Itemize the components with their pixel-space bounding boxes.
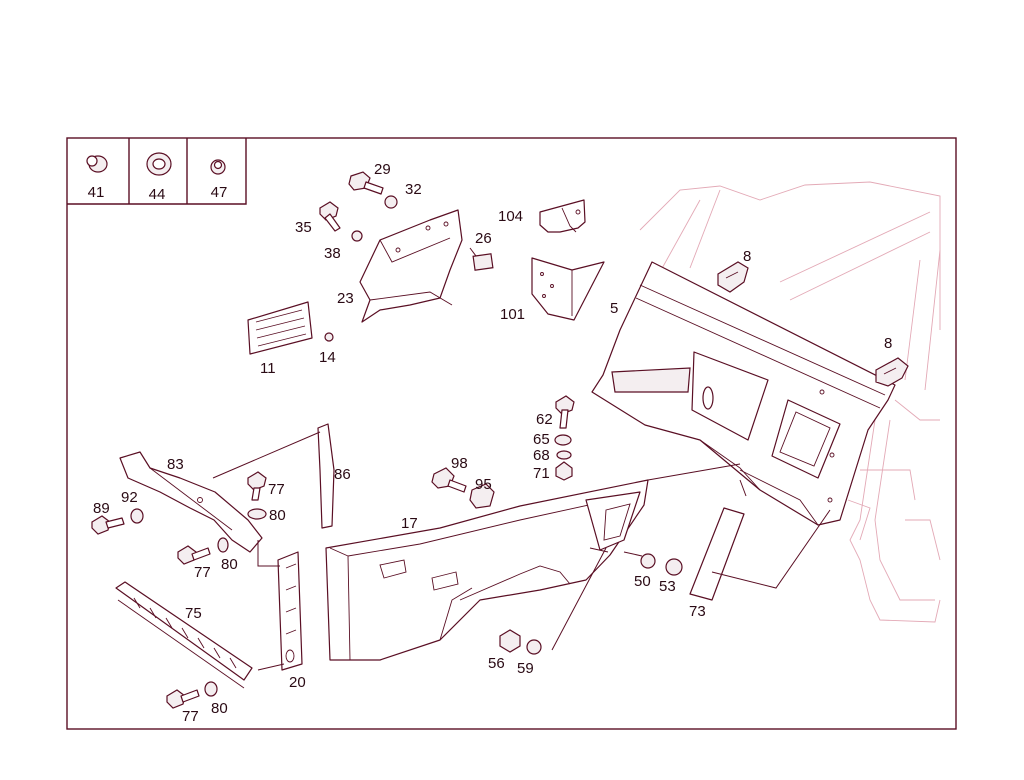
callout-20: 20 — [289, 674, 306, 691]
part-26-clip — [472, 253, 494, 271]
part-35-bolt — [319, 201, 341, 232]
callout-89: 89 — [93, 500, 110, 517]
part-92-washer — [130, 508, 144, 524]
part-65-washer — [554, 434, 572, 446]
part-29-bolt — [348, 171, 384, 195]
callout-5: 5 — [610, 300, 618, 317]
part-98-bolt — [431, 467, 467, 493]
part-104-bracket — [539, 199, 586, 233]
callout-80: 80 — [269, 507, 286, 524]
part-80-washer-b — [217, 537, 229, 553]
callout-68: 68 — [533, 447, 550, 464]
part-68-washer — [556, 450, 572, 460]
callouts: 5 8 8 11 14 17 20 23 26 29 32 35 38 50 5… — [93, 161, 892, 725]
callout-98: 98 — [451, 455, 468, 472]
callout-65: 65 — [533, 431, 550, 448]
part-80-washer-c — [204, 681, 218, 697]
callout-11: 11 — [260, 360, 276, 377]
callout-75: 75 — [185, 605, 202, 622]
callout-38: 38 — [324, 245, 341, 262]
callout-77: 77 — [268, 481, 285, 498]
callout-50: 50 — [634, 573, 651, 590]
callout-35: 35 — [295, 219, 312, 236]
callout-92: 92 — [121, 489, 138, 506]
callout-26: 26 — [475, 230, 492, 247]
callout-80: 80 — [221, 556, 238, 573]
grommet-icon — [146, 152, 172, 176]
callout-14: 14 — [319, 349, 336, 366]
part-5-firewall-panel — [591, 261, 896, 526]
part-23-bracket — [359, 209, 463, 323]
part-56-nut — [499, 629, 521, 653]
callout-59: 59 — [517, 660, 534, 677]
part-14-rivet — [324, 332, 334, 342]
callout-23: 23 — [337, 290, 354, 307]
part-8-clip-a — [717, 261, 749, 293]
part-8-clip-b — [875, 357, 909, 387]
part-80-washer-a — [247, 508, 267, 520]
callout-80: 80 — [211, 700, 228, 717]
ghost-body-outline — [639, 181, 941, 623]
callout-104: 104 — [498, 208, 523, 225]
legend-label-41: 41 — [88, 184, 105, 201]
part-53-plug — [665, 558, 683, 576]
part-77-bolt-c — [166, 689, 200, 709]
callout-95: 95 — [475, 476, 492, 493]
callout-86: 86 — [334, 466, 351, 483]
callout-56: 56 — [488, 655, 505, 672]
part-11-label-plate — [247, 301, 313, 355]
callout-32: 32 — [405, 181, 422, 198]
part-101-plate — [531, 257, 605, 321]
part-71-nut — [555, 461, 573, 481]
part-62-bolt — [555, 395, 575, 429]
part-32-washer — [384, 195, 398, 209]
callout-73: 73 — [689, 603, 706, 620]
callout-83: 83 — [167, 456, 184, 473]
legend-label-47: 47 — [211, 184, 228, 201]
part-77-bolt-a — [247, 471, 267, 501]
diagram-frame — [66, 137, 957, 730]
part-86-rail — [317, 423, 335, 529]
part-20-side-bracket — [277, 551, 303, 671]
small-plug-icon — [210, 159, 226, 175]
callout-8: 8 — [743, 248, 751, 265]
part-59-washer — [526, 639, 542, 655]
callout-77: 77 — [182, 708, 199, 725]
part-17-side-member — [325, 479, 649, 661]
part-73-strap — [689, 507, 745, 601]
part-50-grommet — [640, 553, 656, 569]
part-77-bolt-b — [177, 545, 211, 565]
callout-53: 53 — [659, 578, 676, 595]
callout-8: 8 — [884, 335, 892, 352]
part-75-slotted-panel — [115, 581, 253, 689]
part-95-clip-nut — [469, 483, 495, 509]
callout-17: 17 — [401, 515, 418, 532]
callout-29: 29 — [374, 161, 391, 178]
callout-71: 71 — [533, 465, 550, 482]
part-83-strut — [119, 451, 263, 553]
leader-lines — [212, 247, 831, 671]
legend-label-44: 44 — [149, 186, 166, 203]
part-89-bolt — [91, 515, 125, 535]
callout-77: 77 — [194, 564, 211, 581]
legend: 41 44 47 — [67, 138, 247, 205]
callout-62: 62 — [536, 411, 553, 428]
part-38-washer — [351, 230, 363, 242]
callout-101: 101 — [500, 306, 525, 323]
cap-plug-icon — [86, 155, 108, 173]
